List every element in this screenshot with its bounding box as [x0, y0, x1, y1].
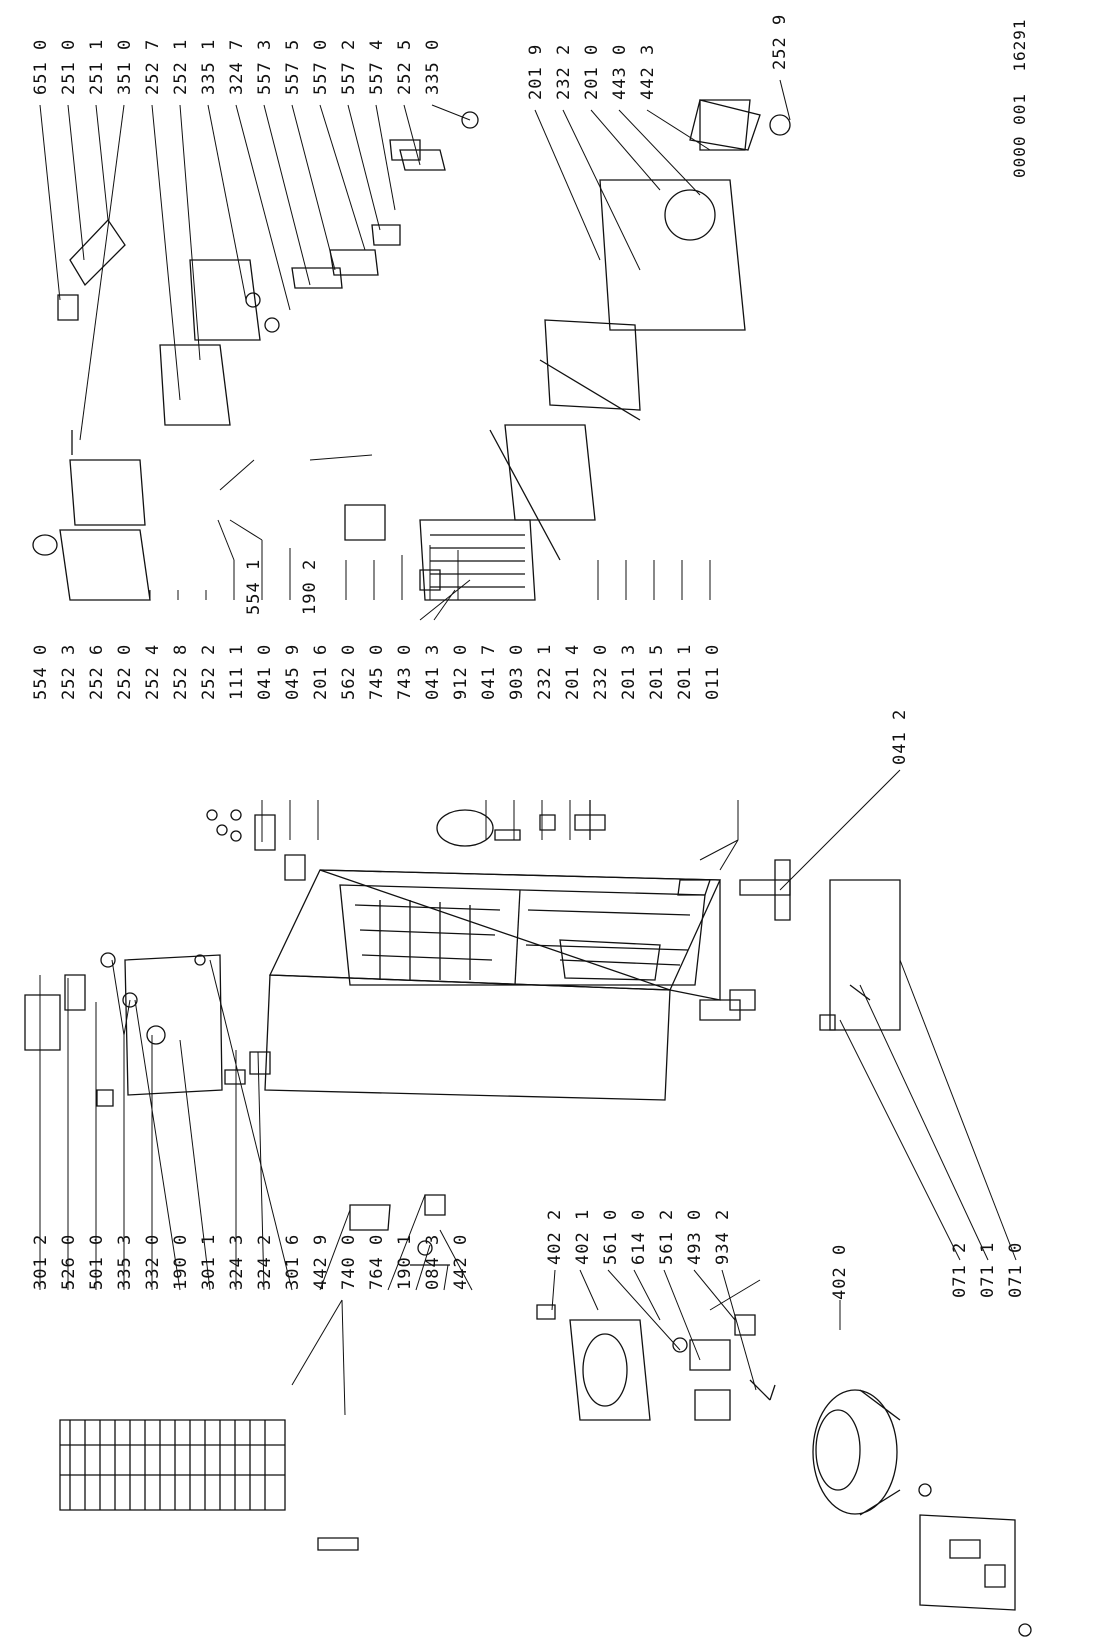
callout-label: 442 9 — [311, 1233, 331, 1290]
control-panel-parts — [25, 953, 450, 1265]
callout-label: 402 2 — [545, 1208, 565, 1265]
callout-label: 561 2 — [657, 1208, 677, 1265]
callout-label: 190 2 — [300, 558, 320, 615]
callout-label: 190 1 — [395, 1233, 415, 1290]
callout-label: 402 0 — [830, 1243, 850, 1300]
callout-label: 764 0 — [367, 1233, 387, 1290]
callout-label: 232 2 — [554, 43, 574, 100]
callout-label: 251 1 — [87, 38, 107, 95]
callout-label: 554 0 — [31, 643, 51, 700]
callout-label: 252 3 — [59, 643, 79, 700]
callout-label: 562 0 — [339, 643, 359, 700]
callout-label: 252 9 — [770, 13, 790, 70]
callout-label: 335 0 — [423, 38, 443, 95]
callout-label: 252 7 — [143, 38, 163, 95]
callout-label: 251 0 — [59, 38, 79, 95]
callout-label: 071 0 — [1006, 1241, 1026, 1298]
callout-label: 111 1 — [227, 643, 247, 700]
callout-label: 740 0 — [339, 1233, 359, 1290]
bottom-left-parts — [537, 1305, 775, 1420]
callout-label: 201 5 — [647, 643, 667, 700]
condenser-coil — [60, 1420, 358, 1550]
callout-label: 232 0 — [591, 643, 611, 700]
callout-label: 301 1 — [199, 1233, 219, 1290]
callout-label: 614 0 — [629, 1208, 649, 1265]
callout-label: 011 0 — [703, 643, 723, 700]
callout-label: 903 0 — [507, 643, 527, 700]
callout-label: 335 1 — [199, 38, 219, 95]
callout-label: 071 1 — [978, 1241, 998, 1298]
callout-label: 557 2 — [339, 38, 359, 95]
callout-label: 084 3 — [423, 1233, 443, 1290]
callout-label: 041 3 — [423, 643, 443, 700]
callout-label: 201 0 — [582, 43, 602, 100]
callout-label: 743 0 — [395, 643, 415, 700]
evaporator — [345, 100, 750, 600]
callout-label: 557 4 — [367, 38, 387, 95]
callout-label: 332 0 — [143, 1233, 163, 1290]
callout-label: 252 8 — [171, 643, 191, 700]
callout-label: 442 0 — [451, 1233, 471, 1290]
callout-label: 071 2 — [950, 1241, 970, 1298]
callout-label: 934 2 — [713, 1208, 733, 1265]
callout-label: 443 0 — [610, 43, 630, 100]
callout-label: 201 3 — [619, 643, 639, 700]
callout-label: 557 0 — [311, 38, 331, 95]
callout-label: 745 0 — [367, 643, 387, 700]
callout-label: 252 0 — [115, 643, 135, 700]
callout-label: 442 3 — [638, 43, 658, 100]
callout-label: 252 6 — [87, 643, 107, 700]
callout-label: 351 0 — [115, 38, 135, 95]
callout-label: 252 1 — [171, 38, 191, 95]
hinges-and-door-parts — [207, 800, 900, 1030]
callout-label: 301 6 — [283, 1233, 303, 1290]
callout-label: 301 2 — [31, 1233, 51, 1290]
callout-label: 493 0 — [685, 1208, 705, 1265]
callout-label: 252 4 — [143, 643, 163, 700]
control-housing — [33, 100, 790, 600]
compressor — [813, 1390, 1031, 1636]
callout-label: 324 7 — [227, 38, 247, 95]
callout-label: 335 3 — [115, 1233, 135, 1290]
callout-label: 252 5 — [395, 38, 415, 95]
callout-label: 526 0 — [59, 1233, 79, 1290]
callout-label: 232 1 — [535, 643, 555, 700]
callout-label: 041 0 — [255, 643, 275, 700]
callout-label: 201 4 — [563, 643, 583, 700]
callout-label: 561 0 — [601, 1208, 621, 1265]
callout-label: 324 3 — [227, 1233, 247, 1290]
callout-label: 201 9 — [526, 43, 546, 100]
callout-label: 201 6 — [311, 643, 331, 700]
callout-label: 324 2 — [255, 1233, 275, 1290]
document-number: 0000 001 16291 — [1010, 18, 1029, 179]
callout-label: 554 1 — [244, 558, 264, 615]
callout-label: 041 2 — [890, 708, 910, 765]
callout-label: 201 1 — [675, 643, 695, 700]
callout-label: 252 2 — [199, 643, 219, 700]
refrigerator-cabinet — [265, 870, 720, 1100]
leader-lines — [40, 80, 1016, 1415]
callout-label: 651 0 — [31, 38, 51, 95]
callout-label: 912 0 — [451, 643, 471, 700]
callout-label: 557 3 — [255, 38, 275, 95]
callout-label: 501 0 — [87, 1233, 107, 1290]
callout-label: 190 0 — [171, 1233, 191, 1290]
callout-label: 402 1 — [573, 1208, 593, 1265]
callout-label: 557 5 — [283, 38, 303, 95]
callout-label: 045 9 — [283, 643, 303, 700]
callout-label: 041 7 — [479, 643, 499, 700]
